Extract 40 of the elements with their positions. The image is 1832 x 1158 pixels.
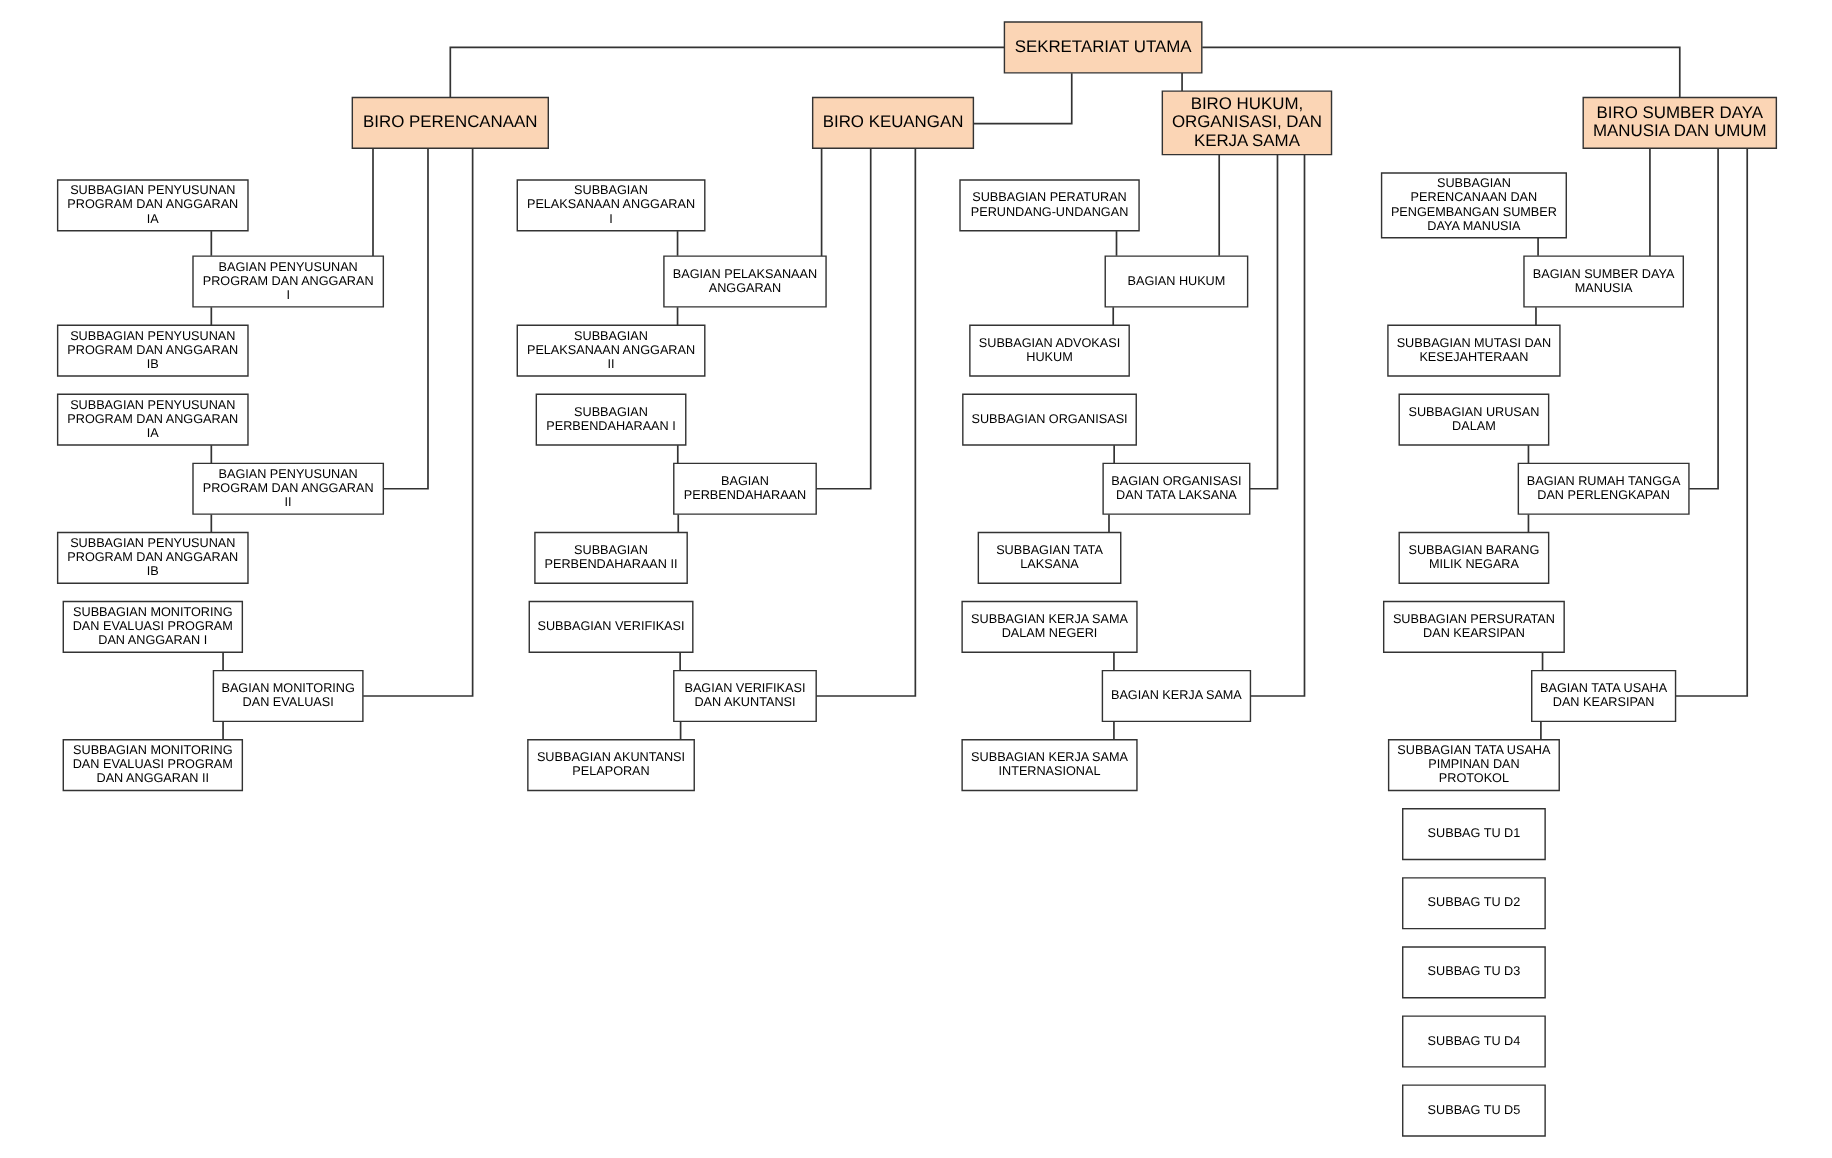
node-box: BIRO HUKUM, ORGANISASI, DAN KERJA SAMA: [1160, 90, 1332, 156]
connector: [1217, 154, 1220, 257]
connector: [814, 147, 916, 697]
connector: [814, 147, 871, 490]
connector: [676, 513, 679, 534]
connector: [448, 46, 1005, 99]
connector: [971, 72, 1072, 125]
connector: [221, 720, 223, 741]
connector: [1687, 147, 1718, 490]
connector: [209, 513, 212, 534]
connector: [1180, 72, 1182, 92]
connector: [221, 651, 223, 672]
connector: [371, 147, 373, 257]
connector: [1112, 651, 1114, 672]
node-box: BIRO SUMBER DAYA MANUSIA DAN UMUM: [1581, 96, 1777, 149]
connector: [1112, 444, 1114, 464]
connector: [209, 230, 212, 257]
connector: [819, 147, 822, 257]
connector: [381, 147, 428, 490]
node-box: BIRO KEUANGAN: [810, 96, 974, 149]
connector: [209, 306, 212, 326]
connector: [1534, 306, 1536, 326]
connector: [1248, 153, 1278, 490]
connector: [1248, 154, 1305, 697]
connector: [209, 444, 212, 464]
connector: [675, 444, 678, 464]
connector: [1114, 230, 1117, 257]
connector: [1536, 237, 1538, 257]
connector: [361, 147, 473, 697]
connector: [1112, 720, 1114, 741]
connector: [1111, 306, 1114, 326]
connector: [1539, 720, 1541, 741]
connector: [1674, 147, 1748, 697]
connector: [1107, 513, 1109, 534]
node-box: SEKRETARIAT UTAMA: [1002, 21, 1202, 74]
connector: [1648, 147, 1650, 257]
connector: [1200, 46, 1680, 99]
connector: [675, 230, 678, 257]
node-box: BIRO PERENCANAAN: [350, 96, 548, 149]
connector: [678, 651, 680, 672]
